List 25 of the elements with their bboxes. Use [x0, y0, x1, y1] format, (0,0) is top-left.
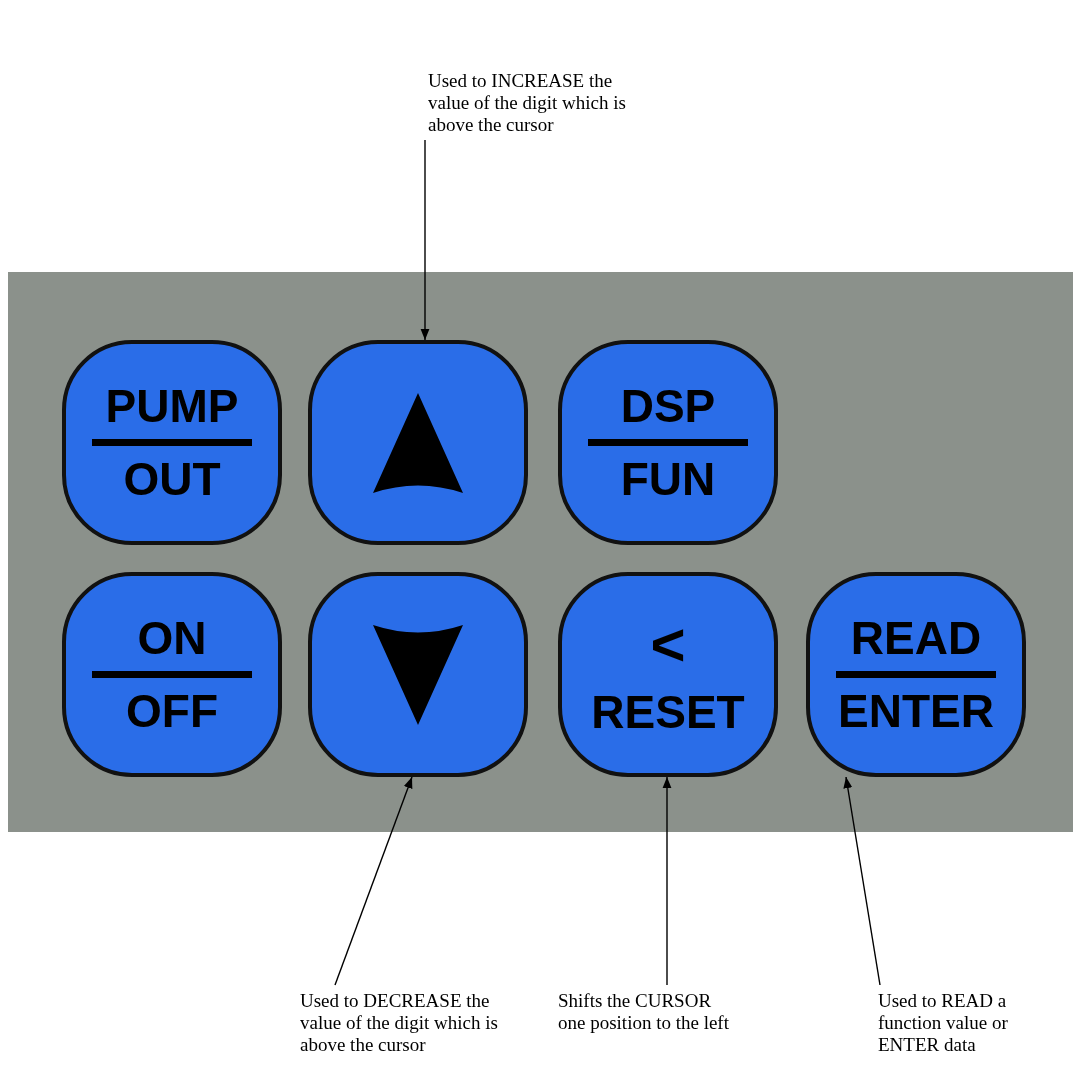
key-label: ON	[136, 615, 208, 661]
keypad-key	[308, 572, 528, 777]
callout-text: Used to INCREASE the value of the digit which is above the cursor	[428, 70, 628, 136]
leader-arrow	[843, 776, 881, 986]
callout-text: Used to DECREASE the value of the digit which is above the cursor	[300, 990, 500, 1056]
key-label: ENTER	[837, 688, 995, 734]
keypad-key	[62, 340, 282, 545]
leader-arrow	[420, 139, 430, 341]
keypad-key	[62, 572, 282, 777]
key-label: READ	[849, 615, 983, 661]
keypad-key	[806, 572, 1026, 777]
keypad-key	[558, 340, 778, 545]
leader-arrow	[334, 776, 413, 986]
callout-text: Shifts the CURSOR one position to the left	[558, 990, 738, 1034]
leader-arrow	[662, 776, 672, 986]
key-label: RESET	[590, 688, 746, 735]
key-label: DSP	[619, 383, 717, 429]
key-label: PUMP	[104, 383, 240, 429]
key-label: OFF	[125, 688, 219, 734]
keypad-key	[558, 572, 778, 777]
key-label: FUN	[619, 456, 717, 502]
key-label: <	[649, 614, 687, 675]
keypad-key	[308, 340, 528, 545]
callout-text: Used to READ a function value or ENTER data	[878, 990, 1028, 1056]
key-label: OUT	[122, 456, 222, 502]
